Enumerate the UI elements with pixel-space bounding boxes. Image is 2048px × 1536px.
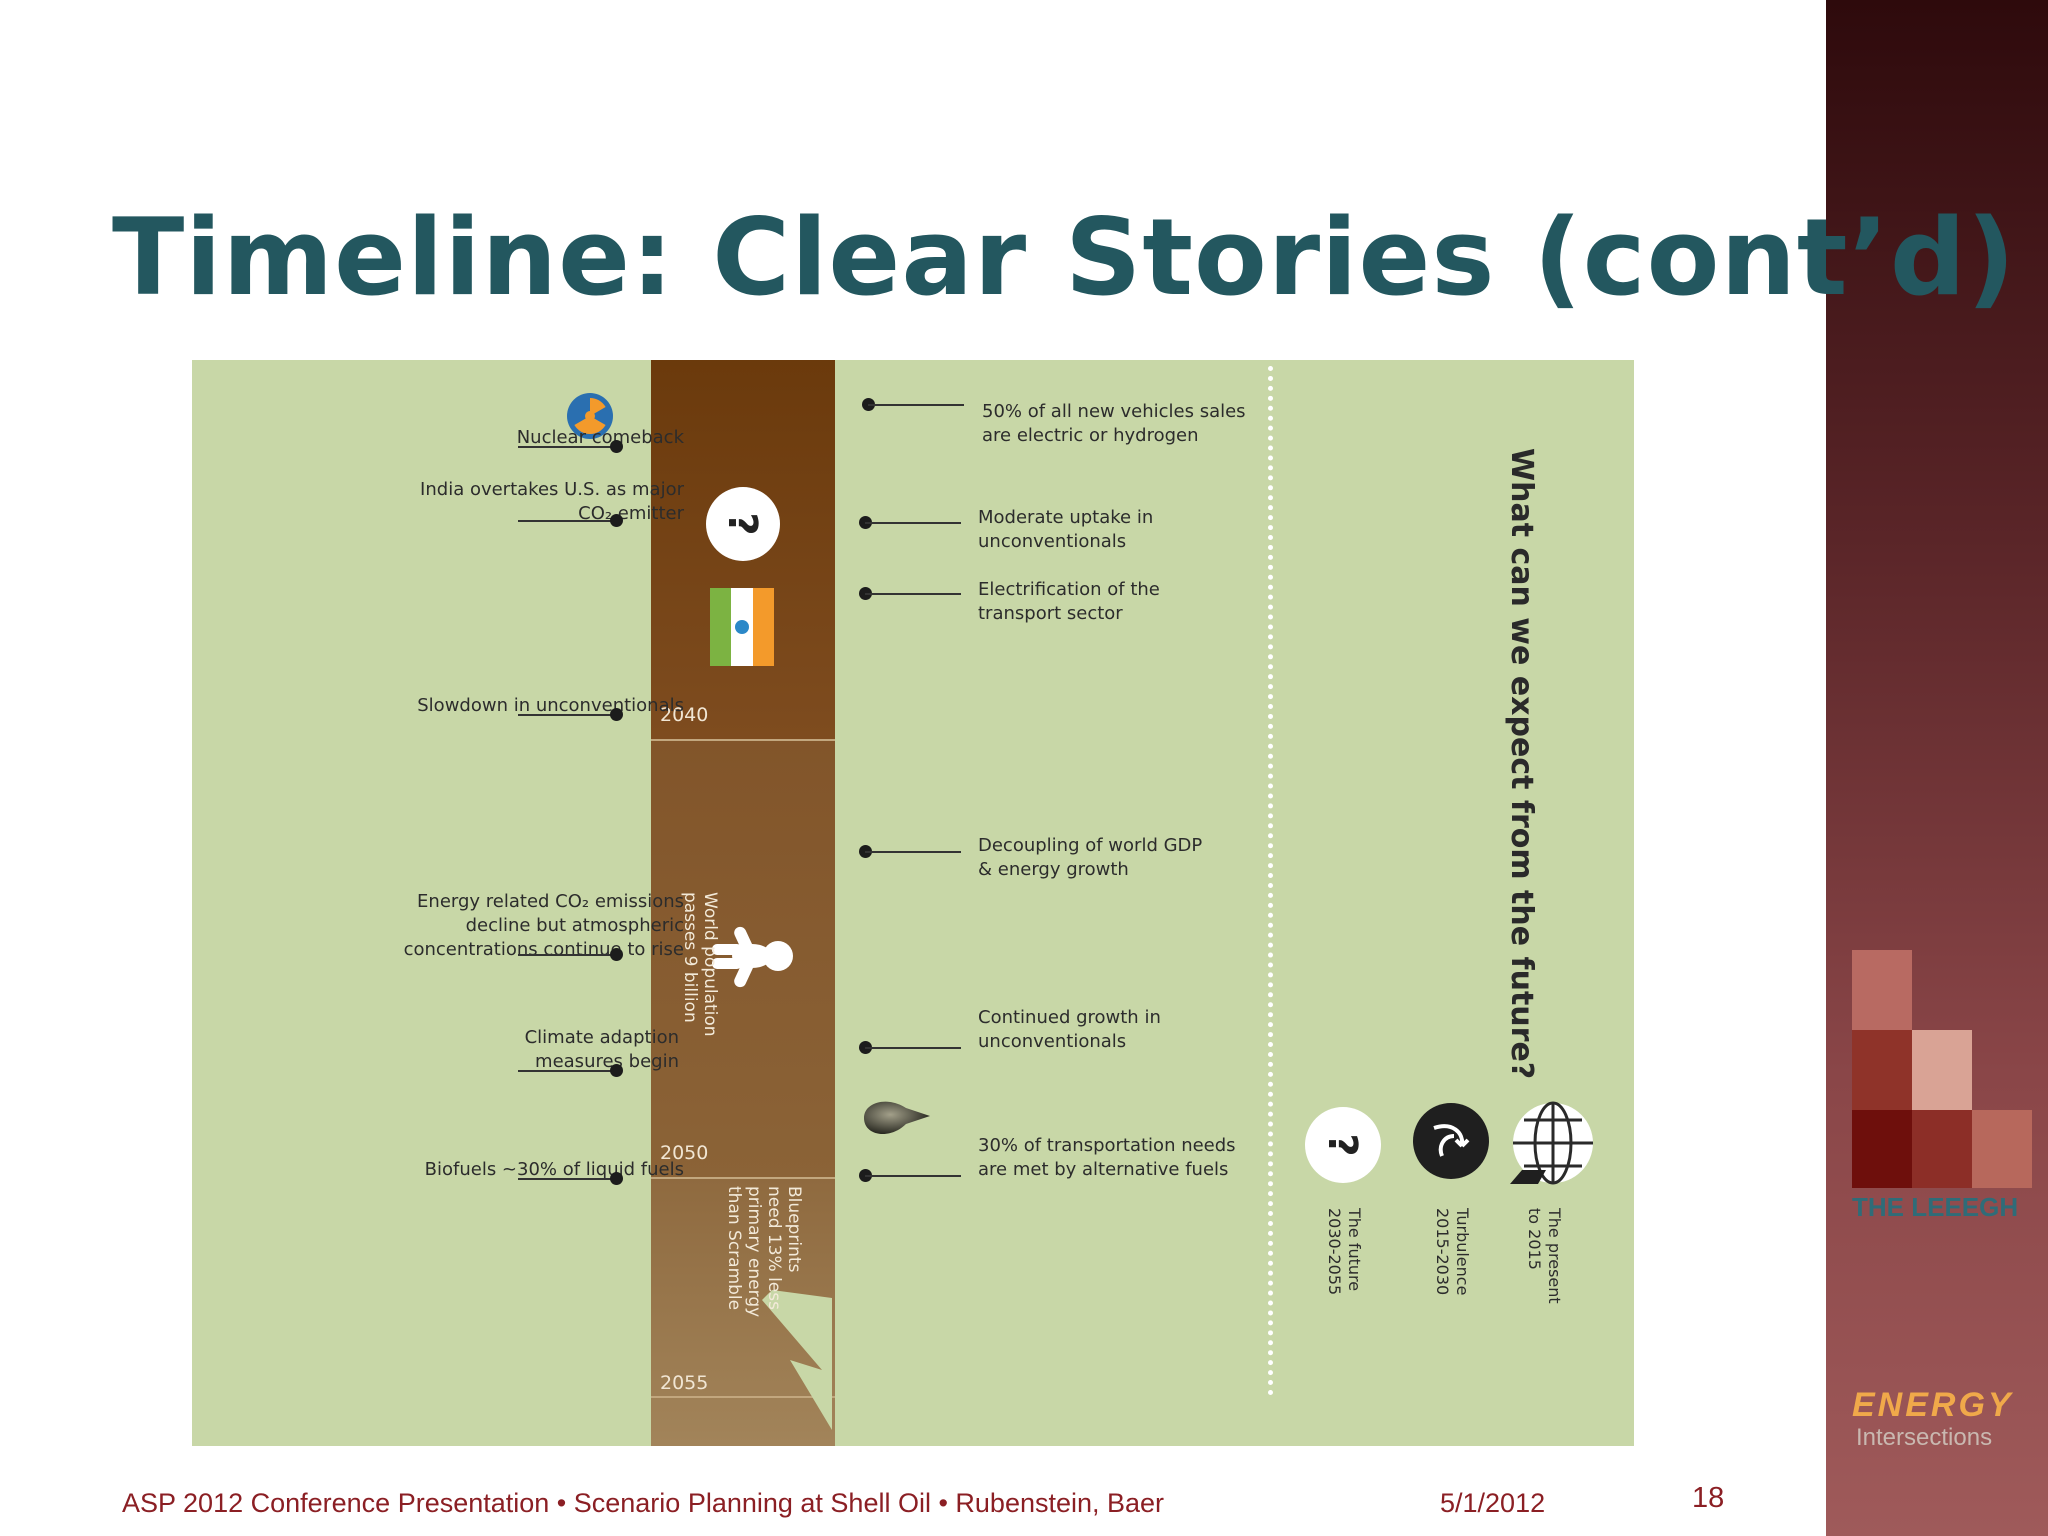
leader-line: [865, 522, 961, 524]
intersections-logo-text: Intersections: [1856, 1424, 1993, 1451]
legend-label: The present to 2015: [1525, 1208, 1564, 1304]
left-event: India overtakes U.S. as major CO₂ emitte…: [420, 479, 684, 524]
left-event: Biofuels ~30% of liquid fuels: [424, 1159, 684, 1180]
population-person-icon: [712, 926, 793, 988]
leader-line: [865, 593, 961, 595]
legend-label: The future 2030-2055: [1325, 1208, 1364, 1296]
right-event: 30% of transportation needs are met by a…: [978, 1135, 1236, 1180]
year-label: 2040: [660, 704, 709, 726]
india-flag-icon: [710, 588, 774, 666]
timeline-dot: [610, 948, 623, 961]
timeline-dot: [610, 440, 623, 453]
dotted-separator: [1268, 366, 1273, 1396]
leader-line: [518, 714, 616, 716]
right-event: 50% of all new vehicles sales are electr…: [982, 401, 1246, 446]
left-event: Climate adaption measures begin: [524, 1027, 679, 1072]
timeline-dot: [610, 1064, 623, 1077]
oil-drop-icon: [864, 1101, 930, 1135]
decorative-sidebar: [1826, 0, 2048, 1536]
leader-line: [518, 954, 616, 956]
right-event: Electrification of the transport sector: [978, 579, 1160, 624]
footer-text: ASP 2012 Conference Presentation • Scena…: [122, 1488, 1165, 1518]
right-event: Continued growth in unconventionals: [978, 1007, 1161, 1052]
timeline-figure: 2040 2050 2055 ? World population passes…: [192, 360, 1634, 1446]
slide-title: Timeline: Clear Stories (cont’d): [112, 196, 2017, 319]
leader-line: [518, 446, 616, 448]
left-event: Energy related CO₂ emissions decline but…: [403, 891, 684, 960]
timeline-dot: [610, 708, 623, 721]
future-question: What can we expect from the future?: [1504, 448, 1539, 1080]
year-label: 2055: [660, 1372, 709, 1394]
svg-text:?: ?: [1319, 1133, 1365, 1156]
footer-date: 5/1/2012: [1440, 1488, 1546, 1518]
year-divider: [651, 1396, 835, 1398]
year-divider: [651, 1177, 835, 1179]
leader-line: [518, 520, 616, 522]
leeegh-logo-text: THE LEEEGH: [1852, 1192, 2019, 1222]
right-event: Decoupling of world GDP & energy growth: [978, 835, 1203, 880]
page-number: 18: [1692, 1482, 1725, 1514]
legend-label: Turbulence 2015-2030: [1433, 1208, 1472, 1296]
year-label: 2050: [660, 1142, 709, 1164]
lightning-bolt-shape: [762, 1290, 832, 1430]
leader-line: [865, 1047, 961, 1049]
turbulence-icon: [1413, 1103, 1489, 1179]
blueprints-note: Blueprints need 13% less primary energy …: [724, 1186, 804, 1318]
question-icon: ?: [1305, 1107, 1381, 1183]
year-divider: [651, 739, 835, 741]
leader-line: [518, 1070, 616, 1072]
left-event: Slowdown in unconventionals: [417, 695, 684, 716]
svg-text:?: ?: [719, 512, 765, 535]
leader-line: [868, 404, 964, 406]
population-note: World population passes 9 billion: [680, 892, 720, 1037]
leeegh-logo: [1852, 950, 2032, 1188]
timeline-dot: [610, 1172, 623, 1185]
leader-line: [865, 1175, 961, 1177]
question-icon: ?: [706, 487, 780, 561]
energy-logo-text: ENERGY: [1852, 1386, 2014, 1424]
leader-line: [518, 1178, 616, 1180]
right-event: Moderate uptake in unconventionals: [978, 507, 1154, 552]
globe-icon: [1510, 1101, 1593, 1185]
nuclear-icon: [567, 393, 613, 439]
timeline-dot: [610, 514, 623, 527]
leader-line: [865, 851, 961, 853]
